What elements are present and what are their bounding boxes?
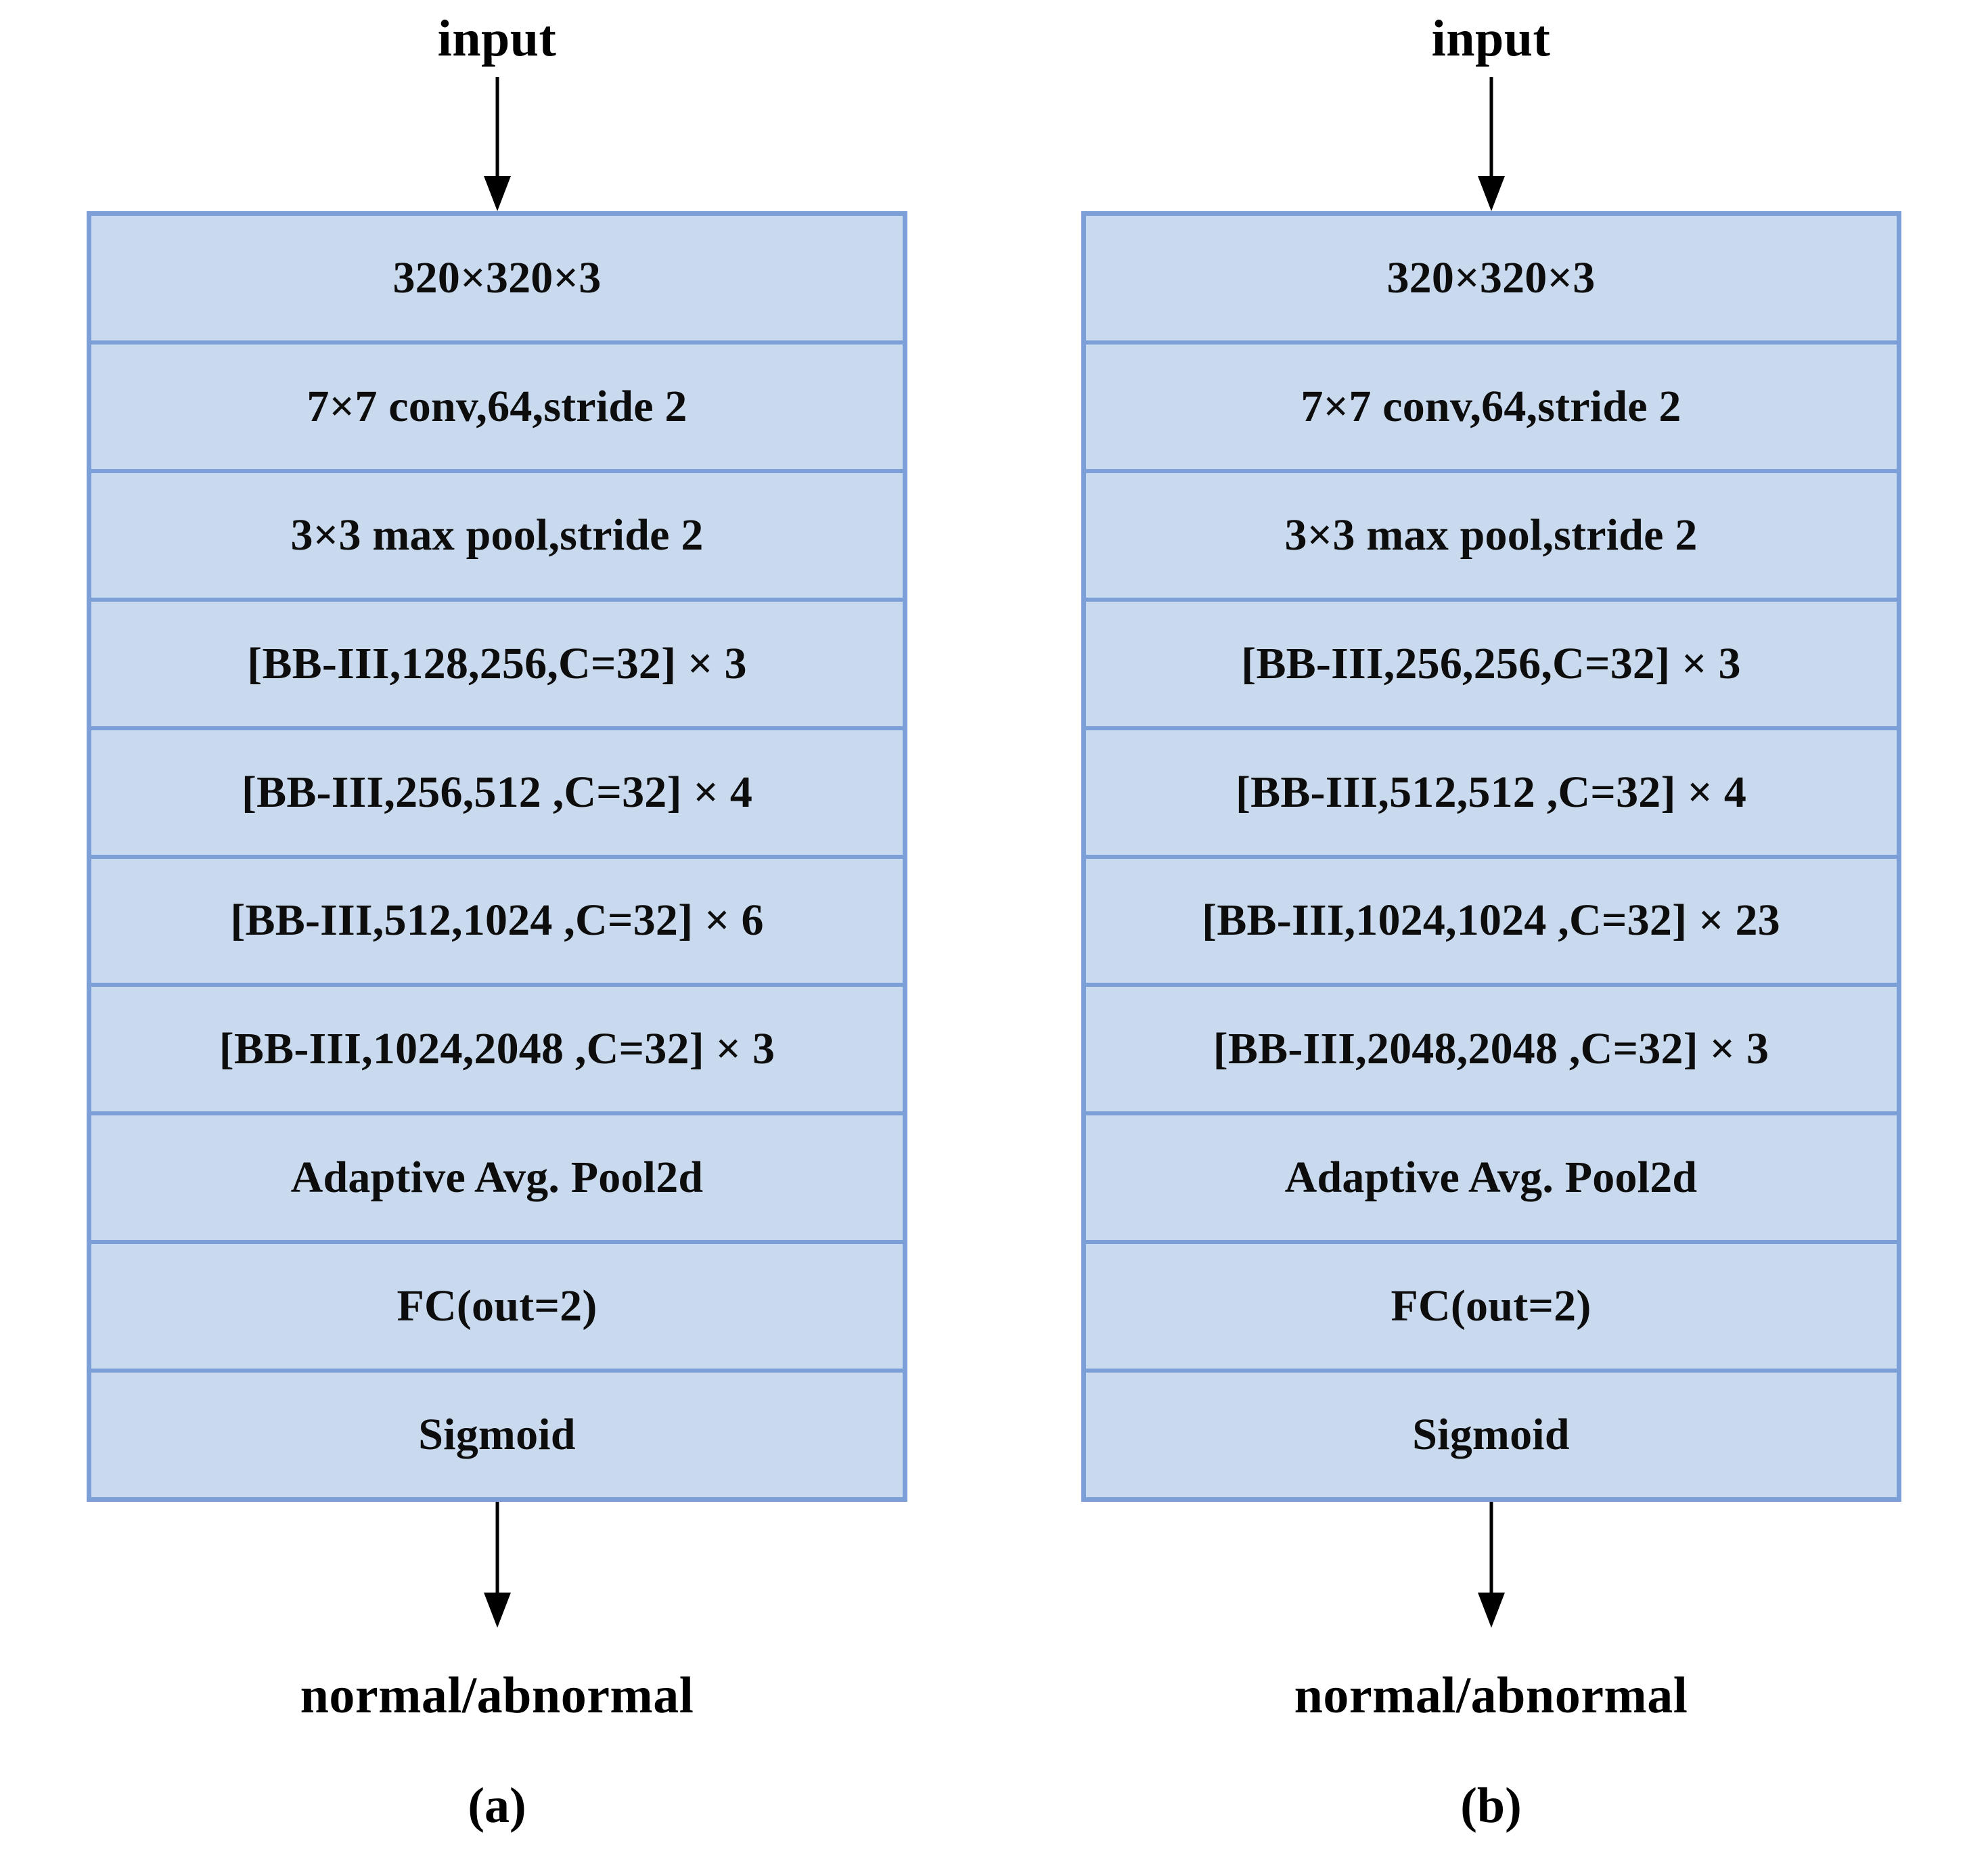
layer-row: FC(out=2): [1085, 1244, 1897, 1373]
layer-row: [BB-III,2048,2048 ,C=32] × 3: [1085, 987, 1897, 1116]
layer-row: 320×320×3: [1085, 216, 1897, 345]
layer-label: 320×320×3: [392, 252, 602, 303]
output-arrow-b: [1477, 1502, 1505, 1628]
layer-stack-a: 320×320×3 7×7 conv,64,stride 2 3×3 max p…: [87, 211, 907, 1502]
layer-label: Adaptive Avg. Pool2d: [1284, 1153, 1698, 1203]
layer-row: 320×320×3: [91, 216, 903, 345]
output-arrow-a: [483, 1502, 511, 1628]
architecture-panel-b: input 320×320×3 7×7 conv,64,stride 2 3×3…: [994, 0, 1988, 1866]
output-label-a: normal/abnormal: [300, 1667, 694, 1724]
input-arrow-a: [483, 77, 511, 211]
layer-row: FC(out=2): [91, 1244, 903, 1373]
layer-stack-b: 320×320×3 7×7 conv,64,stride 2 3×3 max p…: [1081, 211, 1901, 1502]
layer-row: [BB-III,512,512 ,C=32] × 4: [1085, 730, 1897, 859]
layer-label: Adaptive Avg. Pool2d: [290, 1153, 704, 1203]
layer-row: Adaptive Avg. Pool2d: [91, 1115, 903, 1245]
output-label-wrapper-a: normal/abnormal: [300, 1663, 694, 1728]
layer-row: [BB-III,1024,2048 ,C=32] × 3: [91, 987, 903, 1116]
layer-label: 320×320×3: [1386, 252, 1596, 303]
layer-label: [BB-III,2048,2048 ,C=32] × 3: [1213, 1024, 1769, 1074]
input-label-a: input: [437, 10, 557, 67]
input-label-wrapper-b: input: [1432, 8, 1551, 69]
layer-label: 3×3 max pool,stride 2: [1284, 510, 1698, 560]
layer-row: 3×3 max pool,stride 2: [1085, 472, 1897, 602]
layer-label: Sigmoid: [1412, 1410, 1570, 1460]
layer-label: [BB-III,256,256,C=32] × 3: [1241, 638, 1741, 688]
layer-label: Sigmoid: [418, 1410, 576, 1460]
layer-row: [BB-III,512,1024 ,C=32] × 6: [91, 858, 903, 987]
layer-label: FC(out=2): [1391, 1281, 1591, 1331]
output-label-wrapper-b: normal/abnormal: [1294, 1663, 1688, 1728]
layer-label: [BB-III,512,1024 ,C=32] × 6: [230, 895, 764, 946]
layer-label: 3×3 max pool,stride 2: [290, 510, 704, 560]
input-arrow-b: [1477, 77, 1505, 211]
layer-label: [BB-III,1024,1024 ,C=32] × 23: [1202, 895, 1780, 946]
layer-row: 7×7 conv,64,stride 2: [91, 344, 903, 473]
panel-caption-a: (a): [468, 1778, 526, 1834]
layer-label: [BB-III,1024,2048 ,C=32] × 3: [219, 1024, 775, 1074]
panel-caption-b: (b): [1460, 1778, 1522, 1834]
layer-row: [BB-III,256,512 ,C=32] × 4: [91, 730, 903, 859]
layer-label: 7×7 conv,64,stride 2: [1301, 381, 1681, 431]
layer-label: FC(out=2): [397, 1281, 597, 1331]
layer-row: Sigmoid: [91, 1373, 903, 1498]
layer-row: [BB-III,256,256,C=32] × 3: [1085, 601, 1897, 730]
layer-row: [BB-III,128,256,C=32] × 3: [91, 601, 903, 730]
layer-label: [BB-III,128,256,C=32] × 3: [247, 638, 747, 688]
layer-label: [BB-III,512,512 ,C=32] × 4: [1235, 767, 1747, 817]
output-label-b: normal/abnormal: [1294, 1667, 1688, 1724]
layer-row: [BB-III,1024,1024 ,C=32] × 23: [1085, 858, 1897, 987]
layer-row: Adaptive Avg. Pool2d: [1085, 1115, 1897, 1245]
input-label-b: input: [1431, 10, 1551, 67]
architecture-panel-a: input 320×320×3 7×7 conv,64,stride 2 3×3…: [87, 8, 907, 1834]
layer-label: [BB-III,256,512 ,C=32] × 4: [241, 767, 753, 817]
layer-row: 7×7 conv,64,stride 2: [1085, 344, 1897, 473]
layer-label: 7×7 conv,64,stride 2: [307, 381, 687, 431]
input-label-wrapper-a: input: [438, 8, 557, 69]
layer-row: 3×3 max pool,stride 2: [91, 472, 903, 602]
layer-row: Sigmoid: [1085, 1373, 1897, 1498]
